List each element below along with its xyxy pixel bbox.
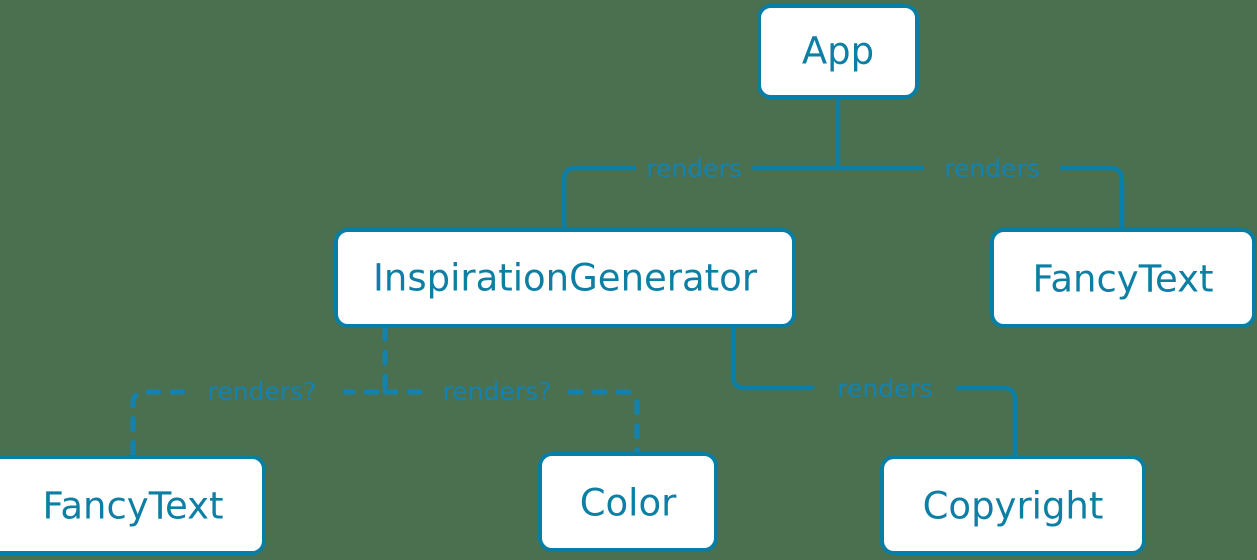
node-fancytext-bottom-box[interactable] <box>0 455 266 555</box>
node-inspiration-generator[interactable]: InspirationGenerator <box>334 228 796 328</box>
node-inspiration-generator-label: InspirationGenerator <box>373 257 758 300</box>
node-fancytext-bottom-label: FancyText <box>42 485 223 528</box>
edge-app-to-inspiration: renders <box>561 96 841 231</box>
node-app[interactable]: App <box>757 4 919 99</box>
node-copyright[interactable]: Copyright <box>880 455 1146 555</box>
node-copyright-box[interactable] <box>880 455 1146 555</box>
edge-ig-to-fancytext-path <box>342 325 388 395</box>
edge-ig-to-copyright: renders <box>730 325 1018 458</box>
edge-ig-to-copyright-path-2 <box>955 385 1018 458</box>
edge-ig-to-color: renders? <box>382 377 640 455</box>
node-inspiration-generator-box[interactable] <box>334 228 796 328</box>
edge-label-renders-right: renders <box>944 154 1040 183</box>
edge-ig-to-fancytext-path-2 <box>130 389 186 458</box>
edge-ig-to-copyright-path <box>730 325 815 391</box>
edge-app-to-inspiration-path-2 <box>561 165 637 231</box>
edge-app-to-fancytext: renders <box>835 154 1125 231</box>
node-color-box[interactable] <box>538 452 718 552</box>
edge-ig-to-fancytext: renders? <box>130 325 388 458</box>
node-fancytext-top-box[interactable] <box>990 228 1256 328</box>
edge-label-renders-left: renders <box>646 154 742 183</box>
edge-label-renders-q-right: renders? <box>443 377 552 406</box>
node-app-box[interactable] <box>757 4 919 99</box>
node-copyright-label: Copyright <box>923 485 1104 528</box>
edge-app-to-inspiration-path <box>751 96 841 171</box>
node-color[interactable]: Color <box>538 452 718 552</box>
edge-label-renders-q-left: renders? <box>208 377 317 406</box>
node-color-label: Color <box>580 482 677 525</box>
node-fancytext-top[interactable]: FancyText <box>990 228 1256 328</box>
edge-ig-to-color-path-2 <box>567 389 640 455</box>
edge-app-to-fancytext-path-2 <box>1059 165 1125 231</box>
node-fancytext-bottom[interactable]: FancyText <box>0 455 266 555</box>
edge-label-renders-bottom: renders <box>837 374 933 403</box>
node-fancytext-top-label: FancyText <box>1032 258 1213 301</box>
node-app-label: App <box>802 30 874 73</box>
